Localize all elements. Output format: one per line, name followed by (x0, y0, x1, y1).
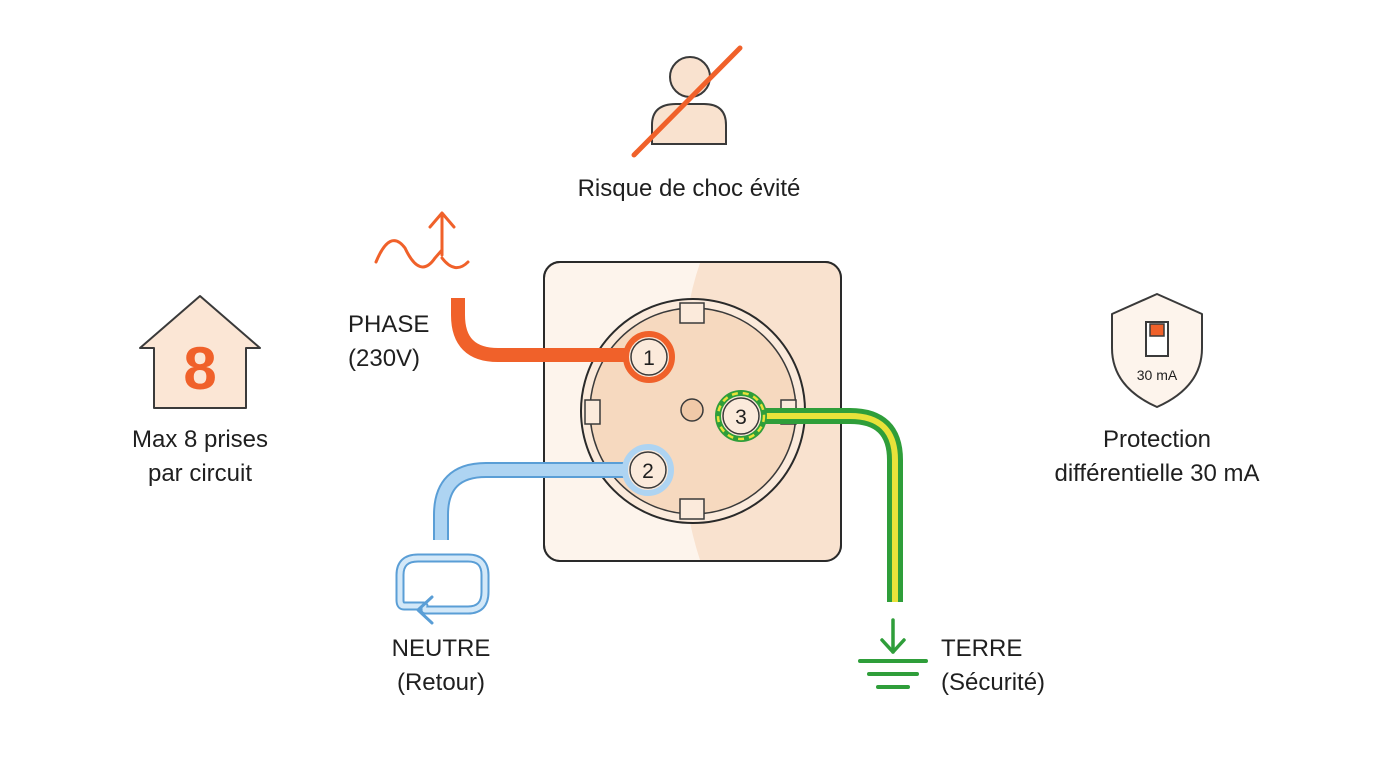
earth-title: TERRE (941, 635, 1023, 662)
person-crossed-out-icon (631, 45, 743, 158)
neutral-subtitle: (Retour) (396, 669, 486, 696)
earth-subtitle: (Sécurité) (941, 669, 1046, 696)
phase-title: PHASE (348, 311, 430, 338)
terminal-2-number: 2 (642, 460, 654, 483)
house-caption: Max 8 prises par circuit (131, 426, 269, 487)
earth-wire (760, 408, 903, 602)
neutral-wire (433, 462, 632, 540)
return-arrow-icon (395, 553, 490, 625)
phase-label: PHASE (230V) (348, 308, 429, 376)
terminal-3: 3 (715, 390, 767, 442)
shield-breaker-icon: 30 mA (1111, 293, 1203, 408)
neutral-label: NEUTRE (Retour) (392, 632, 491, 700)
neutral-title: NEUTRE (391, 635, 491, 662)
house-icon: 8 (139, 295, 261, 409)
wall-socket (543, 261, 842, 562)
earth-label: TERRE (Sécurité) (941, 632, 1045, 700)
breaker-rating: 30 mA (1137, 367, 1178, 383)
phase-wire (451, 298, 632, 362)
ground-symbol-icon (858, 618, 928, 689)
alternating-current-icon (374, 211, 470, 270)
house-number: 8 (183, 335, 216, 402)
terminal-2: 2 (622, 444, 674, 496)
phase-voltage: (230V) (348, 345, 421, 372)
terminal-1: 1 (623, 331, 675, 383)
shock-risk-caption: Risque de choc évité (577, 175, 801, 202)
protection-caption: Protection différentielle 30 mA (1054, 426, 1260, 487)
terminal-1-number: 1 (643, 347, 655, 370)
terminal-3-number: 3 (735, 406, 747, 429)
